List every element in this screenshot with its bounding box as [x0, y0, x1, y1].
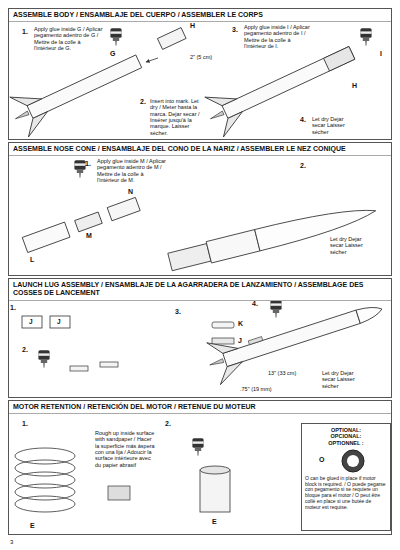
- box-body-text: O can be glued in place if motor block i…: [305, 476, 387, 511]
- tube-h: [157, 28, 186, 50]
- sandpaper: [108, 486, 130, 500]
- step-number: 2.: [22, 346, 28, 354]
- motor-hook-coil: [15, 460, 75, 476]
- engine-tube: [200, 470, 230, 512]
- instruction-text: Let dry Dejar secar Laisser sécher: [322, 370, 356, 389]
- nose-cone: [168, 244, 211, 271]
- glue-bottle: [74, 160, 85, 178]
- step-number: 1.: [22, 28, 28, 36]
- nose-parts-exploded: [75, 212, 103, 232]
- launch-lug: [212, 338, 234, 344]
- dimension: 13" (33 cm): [268, 370, 296, 376]
- dimension: 2" (5 cm): [190, 54, 212, 60]
- step-number: 1.: [10, 304, 16, 312]
- section-heading: MOTOR RETENTION / RETENCIÓN DEL MOTOR / …: [9, 401, 391, 414]
- rocket-body-right: [222, 46, 355, 118]
- part-letter: M: [86, 232, 92, 240]
- rocket-full: [203, 288, 389, 386]
- launch-lug: [70, 366, 88, 371]
- part-box: [22, 316, 42, 328]
- part-letter: G: [110, 50, 115, 58]
- rocket-full: [207, 334, 238, 357]
- nose-parts-exploded: [22, 196, 140, 252]
- part-letter: E: [212, 518, 217, 526]
- o-ring-symbol: [347, 455, 359, 467]
- o-ring-symbol: [342, 450, 364, 472]
- section-heading: ASSEMBLE NOSE CONE / ENSAMBLAJE DEL CONO…: [9, 143, 391, 156]
- nose-parts-exploded: [107, 197, 140, 220]
- step-number: 4.: [252, 300, 258, 308]
- instruction-text: Apply glue inside G / Aplicar pegamento …: [34, 26, 104, 51]
- part-letter: J: [57, 318, 61, 325]
- engine-tube: [200, 466, 230, 474]
- rocket-body-left: [15, 111, 29, 121]
- engine-tube: [200, 466, 230, 512]
- step-number: 2.: [140, 98, 146, 106]
- section-panel: MOTOR RETENTION / RETENCIÓN DEL MOTOR / …: [8, 400, 392, 535]
- instruction-text: Let dry Dejar secar Laisser sécher: [330, 236, 364, 255]
- dimension: .75" (19 mm): [240, 386, 272, 392]
- step-number: 4.: [300, 116, 306, 124]
- rocket-full: [248, 337, 263, 345]
- launch-lug: [212, 322, 234, 328]
- rocket-full: [209, 359, 224, 367]
- motor-hook-coil: [15, 448, 75, 512]
- glue-bottle: [270, 300, 281, 318]
- step-number: 2.: [165, 420, 171, 428]
- page-number: 3: [10, 539, 13, 546]
- rocket-full: [223, 310, 360, 367]
- step-number: 1.: [22, 420, 28, 428]
- glue-bottle: [38, 350, 49, 368]
- instruction-text: Apply glue inside I / Aplicar pegamento …: [244, 24, 314, 49]
- step-number: 1.: [85, 160, 91, 168]
- part-box: [50, 316, 70, 328]
- motor-hook-coil: [15, 484, 75, 500]
- motor-hook-coil: [15, 448, 75, 464]
- part-letter: E: [30, 522, 35, 530]
- part-letter: K: [238, 320, 243, 328]
- nose-parts-exploded: [22, 222, 70, 252]
- part-letter: J: [238, 337, 242, 345]
- instruction-text: Insert into mark. Let dry / Meter hasta …: [150, 98, 202, 136]
- rocket-body-left: [27, 55, 142, 118]
- instruction-text: Apply glue inside M / Aplicar pegamento …: [97, 158, 167, 183]
- part-letter: H: [190, 22, 195, 30]
- section-panel: ASSEMBLE NOSE CONE / ENSAMBLAJE DEL CONO…: [8, 142, 392, 276]
- nose-cone: [167, 200, 378, 273]
- part-letter: O: [319, 456, 324, 464]
- instruction-text: Let dry Dejar secar Laisser sécher: [312, 116, 346, 135]
- step-number: 3.: [175, 308, 181, 316]
- part-letter: I: [380, 50, 382, 58]
- tube-h: [157, 28, 186, 50]
- o-ring-symbol: [305, 446, 389, 476]
- step-number: 3.: [232, 26, 238, 34]
- rocket-body-right: [324, 46, 355, 71]
- rocket-full: [216, 362, 247, 385]
- motor-hook-coil: [15, 496, 75, 512]
- section-heading: LAUNCH LUG ASSEMBLY / ENSAMBLAJE DE LA A…: [9, 279, 391, 301]
- nose-cone: [206, 230, 260, 263]
- rocket-body-left: [6, 41, 148, 138]
- launch-lug: [100, 362, 118, 367]
- optional-box: OPTIONAL: OPCIONAL: OPTIONNEL : O O can be…: [301, 423, 391, 531]
- rocket-body-right: [210, 111, 224, 121]
- section-heading: ASSEMBLE BODY / ENSAMBLAJE DEL CUERPO / …: [9, 9, 391, 22]
- part-letter: J: [29, 318, 33, 325]
- instruction-text: Rough up inside surface with sandpaper /…: [95, 430, 155, 468]
- part-letter: H: [352, 82, 357, 90]
- glue-bottle: [192, 438, 203, 456]
- glue-bottle: [110, 28, 121, 46]
- box-heading: OPTIONAL: OPCIONAL: OPTIONNEL :: [323, 427, 369, 446]
- step-number: 2.: [300, 162, 306, 170]
- insert-arrow: [146, 58, 158, 62]
- rocket-full: [356, 302, 384, 323]
- rocket-body-left: [10, 85, 42, 110]
- motor-hook-coil: [15, 472, 75, 488]
- glue-bottle: [360, 28, 371, 46]
- part-letter: N: [128, 188, 133, 196]
- rocket-body-right: [205, 85, 237, 110]
- rocket-body-right: [201, 33, 361, 139]
- o-ring-area: O: [305, 446, 387, 476]
- part-letter: L: [30, 256, 34, 264]
